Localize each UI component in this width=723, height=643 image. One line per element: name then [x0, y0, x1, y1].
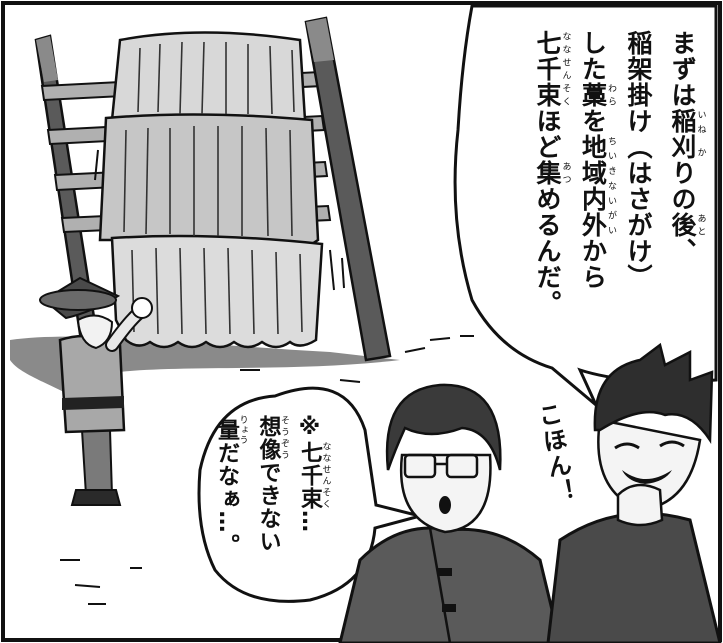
grinning-boy [546, 342, 722, 643]
hazagi-rack-right-post-top [306, 18, 334, 62]
ruby-word: 藁わら [578, 82, 617, 108]
main-speech-line: 七千束ななせんそくほど集あつめるんだ。 [533, 30, 571, 316]
ruby-reading: わら [606, 82, 616, 108]
ruby-reading: そうぞう [279, 415, 289, 461]
ruby-word: 後あと [668, 212, 706, 238]
ruby-reading: ちいきないがい [606, 134, 616, 238]
rice-straw-bundles [94, 31, 345, 349]
ruby-reading: ななせんそく [320, 441, 331, 510]
small-speech-line: 想像そうぞうできない [255, 415, 290, 553]
ruby-reading: あと [695, 212, 706, 238]
ruby-reading: ななせんそく [560, 30, 571, 108]
farmer-figure [39, 276, 153, 506]
ruby-reading: いね か [695, 108, 706, 160]
speech-bubble-small [197, 386, 426, 603]
ruby-reading: りょう [237, 415, 248, 445]
main-speech-line: 稲架掛け（はさがけ） [624, 30, 653, 290]
main-speech-line: した藁わらを地域内外ちいきないがいから [578, 30, 617, 290]
small-speech-line: 量りょうだなぁ…。 [214, 415, 248, 557]
ruby-word: 地域内外ちいきないがい [578, 134, 617, 238]
main-speech-text: まずは稲刈いね かりの後あと、 稲架掛け（はさがけ） した藁わらを地域内外ちいき… [525, 30, 706, 316]
ruby-word: 集あつ [533, 160, 571, 186]
ruby-word: 七千束ななせんそく [533, 30, 571, 108]
boy-with-glasses [338, 383, 562, 643]
ruby-word: 稲刈いね か [668, 108, 706, 160]
ground-dashes [60, 335, 474, 605]
main-speech-line: まずは稲刈いね かりの後あと、 [668, 30, 706, 264]
ruby-word: 量りょう [214, 415, 248, 445]
ruby-word: 想像そうぞう [255, 415, 290, 461]
small-speech-text: ※七千束ななせんそく… 想像そうぞうできない 量りょうだなぁ…。 [206, 415, 331, 557]
ruby-word: 七千束ななせんそく [297, 441, 331, 510]
small-speech-line: ※七千束ななせんそく… [297, 415, 331, 533]
ruby-reading: あつ [560, 160, 571, 186]
